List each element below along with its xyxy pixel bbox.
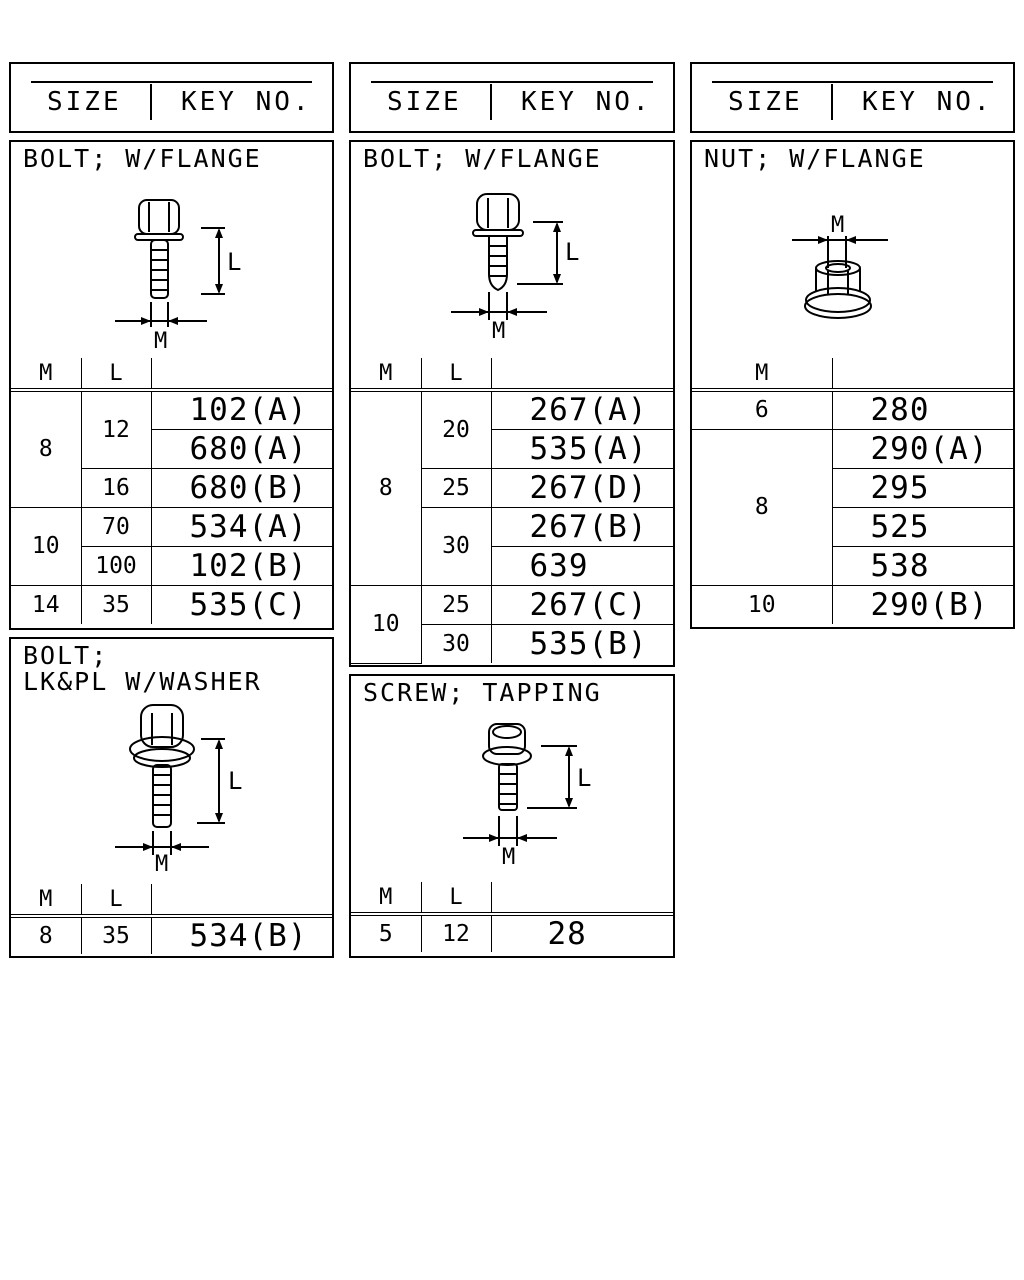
size-header: SIZE	[387, 87, 462, 117]
key-no-cell: 535(C)	[150, 584, 332, 624]
m-cell: 8	[11, 915, 82, 954]
l-cell: 30	[421, 506, 492, 586]
key-no-cell: 535(A)	[491, 428, 673, 469]
key-no-cell: 534(A)	[150, 506, 332, 547]
bolt-flange-drawing: L M	[451, 193, 579, 344]
header-col3: SIZE KEY NO.	[690, 62, 1015, 133]
key-no-cell: 267(C)	[490, 584, 673, 625]
m-cell: 8	[692, 428, 833, 586]
l-cell: 30	[421, 623, 492, 663]
col-l: L	[420, 882, 492, 916]
dim-l-label: L	[565, 238, 579, 266]
l-cell: 35	[80, 584, 152, 624]
col-l: L	[80, 358, 152, 392]
dim-m-label: M	[154, 329, 167, 354]
key-no-cell: 538	[832, 545, 1013, 586]
panel-title: BOLT; W/FLANGE	[23, 144, 262, 173]
dim-m-label: M	[492, 319, 505, 344]
col-m: M	[11, 884, 82, 918]
l-cell: 70	[80, 506, 152, 547]
bolt-washer-drawing: L M	[115, 704, 242, 877]
panel-title: BOLT; LK&PL W/WASHER	[23, 641, 262, 696]
panel-title: SCREW; TAPPING	[363, 678, 602, 707]
l-cell: 100	[81, 545, 152, 586]
key-no-header: KEY NO.	[521, 87, 652, 117]
key-no-cell: 290(A)	[831, 428, 1013, 469]
l-cell: 12	[80, 389, 152, 469]
l-cell: 25	[420, 584, 492, 625]
m-cell: 8	[11, 389, 82, 508]
col-m: M	[11, 358, 82, 392]
col-l: L	[80, 884, 152, 918]
m-cell: 10	[351, 584, 422, 664]
key-no-cell: 28	[490, 913, 673, 952]
l-cell: 25	[421, 467, 492, 508]
key-no-cell: 102(B)	[150, 545, 332, 586]
l-cell: 12	[420, 913, 492, 952]
dim-l-label: L	[577, 764, 591, 792]
col-l: L	[420, 358, 492, 392]
key-no-cell: 680(B)	[150, 467, 332, 508]
dim-m-label: M	[502, 845, 515, 870]
key-no-cell: 295	[832, 467, 1013, 508]
header-col1: SIZE KEY NO.	[9, 62, 334, 133]
dim-m-label: M	[831, 213, 844, 238]
col-m: M	[692, 358, 833, 392]
m-cell: 14	[11, 584, 82, 624]
key-no-cell: 102(A)	[150, 389, 332, 430]
l-cell: 16	[81, 467, 152, 508]
header-col2: SIZE KEY NO.	[349, 62, 675, 133]
l-cell: 20	[420, 389, 492, 469]
nut-flange-drawing: M	[792, 213, 888, 319]
m-cell: 8	[351, 389, 422, 586]
key-no-cell: 267(D)	[490, 467, 673, 508]
m-cell: 5	[351, 913, 422, 952]
key-no-cell: 280	[831, 389, 1013, 430]
screw-tapping-drawing: L M	[463, 723, 591, 870]
key-no-cell: 267(B)	[490, 506, 673, 547]
key-no-cell: 525	[832, 506, 1013, 547]
key-no-header: KEY NO.	[181, 87, 312, 117]
dim-l-label: L	[228, 767, 242, 795]
key-no-cell: 290(B)	[831, 584, 1013, 624]
m-cell: 10	[692, 584, 833, 624]
size-header: SIZE	[47, 87, 122, 117]
m-cell: 10	[11, 506, 82, 586]
panel-title: BOLT; W/FLANGE	[363, 144, 602, 173]
key-no-cell: 534(B)	[150, 915, 332, 954]
dim-l-label: L	[227, 248, 241, 276]
size-header: SIZE	[728, 87, 803, 117]
bolt-flange-drawing: L M	[115, 199, 241, 354]
col-m: M	[351, 358, 422, 392]
l-cell: 35	[80, 915, 152, 954]
col-m: M	[351, 882, 422, 916]
key-no-cell: 639	[491, 545, 673, 586]
key-no-cell: 535(B)	[490, 623, 673, 663]
m-cell: 6	[692, 389, 833, 430]
key-no-header: KEY NO.	[862, 87, 993, 117]
dim-m-label: M	[155, 852, 168, 877]
key-no-cell: 680(A)	[151, 428, 332, 469]
key-no-cell: 267(A)	[490, 389, 673, 430]
panel-title: NUT; W/FLANGE	[704, 144, 926, 173]
